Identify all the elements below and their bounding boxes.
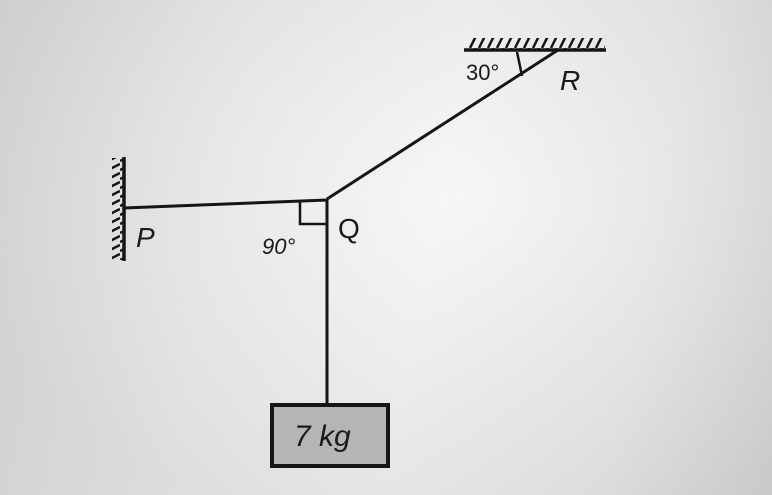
label-mass: 7 kg: [294, 420, 351, 453]
label-angle-r: 30°: [466, 60, 499, 85]
mass-block: [270, 403, 390, 468]
label-angle-q: 90°: [262, 234, 295, 259]
ceiling-support: [464, 38, 606, 52]
string-qr: [326, 48, 559, 201]
angle-arc-r: [515, 51, 524, 77]
label-point-p: P: [136, 222, 155, 253]
string-pq: [123, 198, 328, 210]
label-point-q: Q: [338, 213, 360, 244]
wall-support: [112, 157, 126, 261]
right-angle-marker: [298, 200, 327, 226]
label-point-r: R: [560, 65, 580, 96]
